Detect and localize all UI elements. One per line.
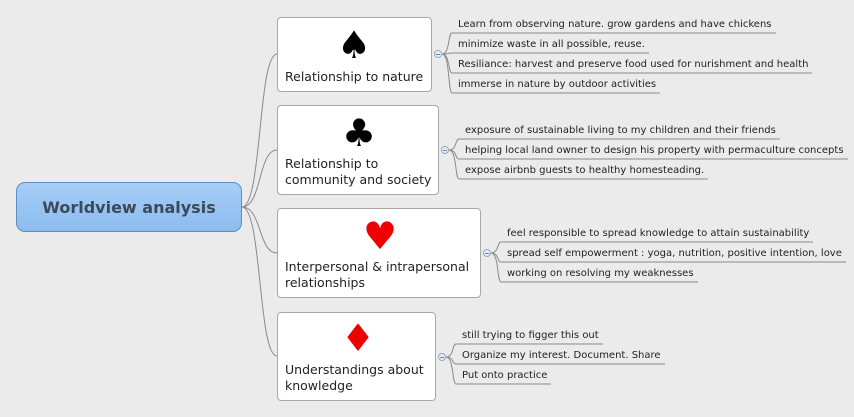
subtopic-item[interactable]: immerse in nature by outdoor activities: [458, 79, 657, 90]
subtopic-item[interactable]: minimize waste in all possible, reuse.: [458, 39, 645, 50]
topic-interpersonal-relationships[interactable]: ♥ Interpersonal & intrapersonal relation…: [277, 208, 481, 298]
subtopic-item[interactable]: helping local land owner to design his p…: [465, 145, 844, 156]
collapse-toggle[interactable]: [438, 353, 446, 361]
subtopic-item[interactable]: Put onto practice: [462, 370, 548, 381]
topic-label: Understandings about knowledge: [285, 362, 424, 393]
club-icon: ♣: [332, 112, 386, 154]
connector-line: [490, 241, 813, 254]
collapse-toggle[interactable]: [483, 249, 491, 257]
topic-relationship-to-community[interactable]: ♣ Relationship to community and society: [277, 105, 439, 195]
subtopic-item[interactable]: expose airbnb guests to healthy homestea…: [465, 165, 705, 176]
connector-line: [241, 206, 278, 357]
subtopic-item[interactable]: Organize my interest. Document. Share: [462, 350, 661, 361]
connector-line: [241, 206, 278, 254]
connector-line: [241, 149, 278, 208]
connector-line: [445, 356, 551, 385]
subtopic-item[interactable]: feel responsible to spread knowledge to …: [507, 228, 810, 239]
topic-relationship-to-nature[interactable]: ♠ Relationship to nature: [277, 17, 432, 92]
subtopic-item[interactable]: spread self empowerment : yoga, nutritio…: [507, 248, 842, 259]
collapse-toggle[interactable]: [434, 50, 442, 58]
connector-line: [441, 53, 660, 94]
connector-line: [445, 343, 603, 358]
connector-line: [490, 252, 698, 283]
subtopic-item[interactable]: exposure of sustainable living to my chi…: [465, 125, 776, 136]
subtopic-item[interactable]: still trying to figger this out: [462, 330, 599, 341]
topic-label: Relationship to community and society: [285, 156, 432, 187]
connector-line: [441, 32, 776, 55]
connector-line: [241, 53, 278, 208]
connector-line: [448, 149, 708, 180]
topic-understandings-about-knowledge[interactable]: ♦ Understandings about knowledge: [277, 312, 436, 401]
connector-line: [448, 138, 780, 151]
connector-line: [441, 52, 649, 55]
topic-label: Interpersonal & intrapersonal relationsh…: [285, 259, 470, 290]
central-topic[interactable]: Worldview analysis: [16, 182, 242, 232]
collapse-toggle[interactable]: [441, 146, 449, 154]
diamond-icon: ♦: [331, 317, 385, 359]
spade-icon: ♠: [327, 24, 381, 66]
subtopic-item[interactable]: Resiliance: harvest and preserve food us…: [458, 59, 809, 70]
subtopic-item[interactable]: Learn from observing nature. grow garden…: [458, 19, 772, 30]
topic-label: Relationship to nature: [285, 69, 424, 84]
subtopic-item[interactable]: working on resolving my weaknesses: [507, 268, 694, 279]
central-topic-label: Worldview analysis: [42, 197, 216, 217]
heart-icon: ♥: [353, 215, 407, 257]
